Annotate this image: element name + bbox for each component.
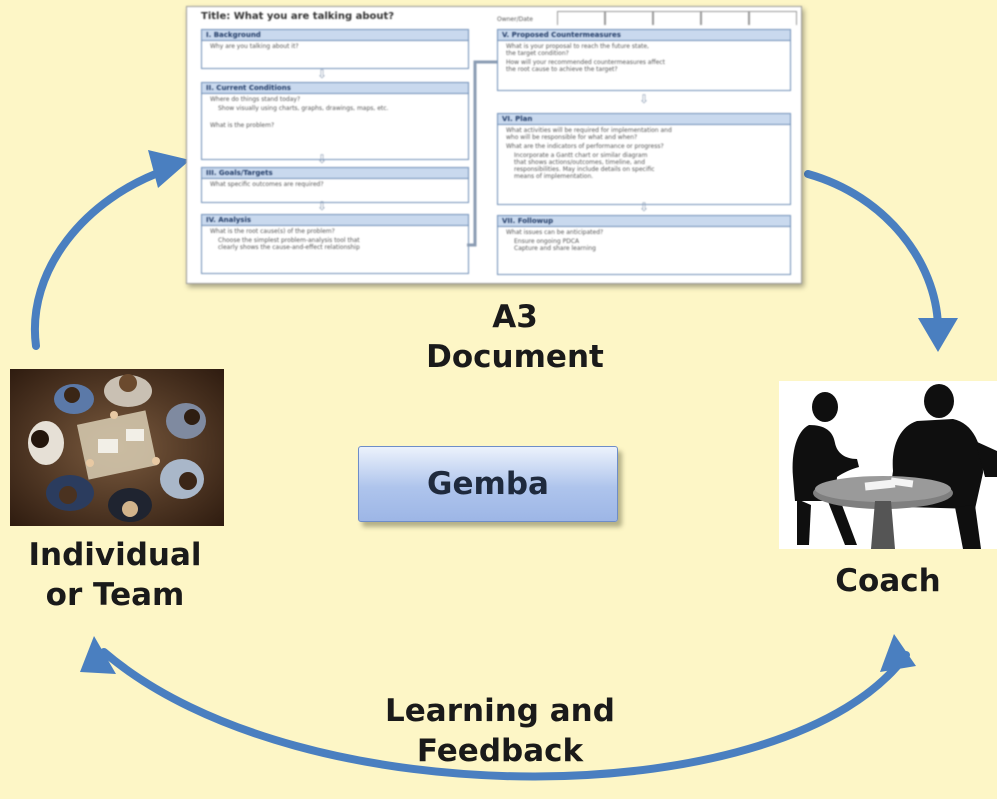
a3-document-image: Title: What you are talking about? Owner… — [186, 6, 802, 284]
a3-section-current-conditions: II. Current Conditions Where do things s… — [201, 82, 469, 160]
coach-label: Coach — [835, 563, 941, 599]
arrow-head-team — [80, 636, 116, 674]
a3-section-goals: III. Goals/Targets What specific outcome… — [201, 167, 469, 203]
arrow-head-coach — [918, 318, 958, 352]
team-photo — [10, 369, 224, 526]
a3-section-followup: VII. Followup What issues can be anticip… — [497, 215, 791, 275]
a3-down-arrow-icon: ⇩ — [316, 152, 328, 166]
feedback-label: Learning and Feedback — [385, 693, 615, 769]
arrow-coach-to-team — [100, 648, 910, 781]
a3-date-label: Owner/Date — [497, 16, 533, 23]
a3-section-analysis: IV. Analysis What is the root cause(s) o… — [201, 214, 469, 274]
a3-connector — [467, 60, 497, 247]
a3-down-arrow-icon: ⇩ — [316, 67, 328, 81]
team-label: Individual or Team — [28, 537, 202, 613]
a3-date-grid: Owner/Date — [497, 11, 797, 25]
arrow-a3-to-coach — [804, 170, 942, 330]
a3-down-arrow-icon: ⇩ — [638, 200, 650, 214]
a3-down-arrow-icon: ⇩ — [316, 199, 328, 213]
a3-title: Title: What you are talking about? — [201, 11, 395, 22]
arrow-head-coach-bottom — [880, 634, 916, 672]
a3-down-arrow-icon: ⇩ — [638, 92, 650, 106]
gemba-box: Gemba — [358, 446, 618, 522]
arrow-head-a3 — [148, 150, 190, 188]
a3-section-countermeasures: V. Proposed Countermeasures What is your… — [497, 29, 791, 91]
a3-document-label: A3 Document — [426, 299, 604, 375]
coach-image — [779, 381, 997, 549]
a3-section-plan: VI. Plan What activities will be require… — [497, 113, 791, 205]
a3-section-background: I. Background Why are you talking about … — [201, 29, 469, 69]
arrow-team-to-a3 — [30, 166, 170, 350]
